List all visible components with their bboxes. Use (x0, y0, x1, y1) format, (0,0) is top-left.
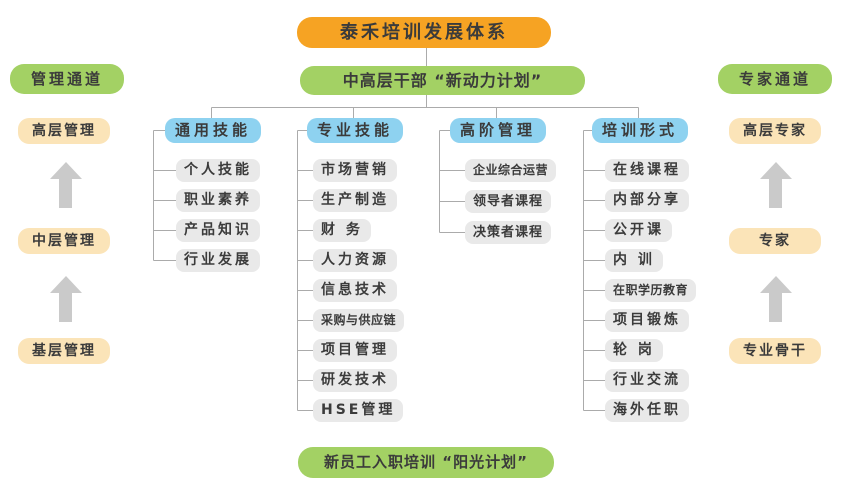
tree-item: 海外任职 (605, 399, 689, 422)
up-arrow-head (49, 162, 82, 179)
tree-item: 内 训 (605, 249, 663, 272)
professional-skills-items: 市场营销 生产制造 财 务 人力资源 信息技术 采购与供应链 项目管理 研发技术… (313, 159, 405, 429)
level-middle-management: 中层管理 (18, 228, 110, 254)
tree-item: 在职学历教育 (605, 279, 697, 302)
up-arrow-icon (49, 276, 82, 322)
tree-item: 内部分享 (605, 189, 689, 212)
branch-header-training-forms: 培训形式 (592, 118, 689, 143)
tree-item: 职业素养 (176, 189, 260, 212)
tree-item: 决策者课程 (465, 221, 552, 244)
tree-item: 在线课程 (605, 159, 689, 182)
tree-item: 公开课 (605, 219, 672, 242)
tree-item: 产品知识 (176, 219, 260, 242)
root-title-node: 泰禾培训发展体系 (297, 17, 551, 48)
branch-header-professional-skills: 专业技能 (307, 118, 404, 143)
tree-item: HSE管理 (313, 399, 404, 422)
up-arrow-icon (49, 162, 82, 208)
up-arrow-head (49, 276, 82, 293)
general-skills-items: 个人技能 职业素养 产品知识 行业发展 (176, 159, 260, 279)
up-arrow-stem (59, 293, 72, 322)
tree-item: 个人技能 (176, 159, 260, 182)
tree-item: 项目锻炼 (605, 309, 689, 332)
tree-item: 信息技术 (313, 279, 397, 302)
tree-item: 领导者课程 (465, 190, 552, 213)
up-arrow-head (759, 276, 792, 293)
tree-item: 财 务 (313, 219, 371, 242)
up-arrow-stem (769, 179, 782, 208)
up-arrow-stem (59, 179, 72, 208)
up-arrow-stem (769, 293, 782, 322)
tree-item: 研发技术 (313, 369, 397, 392)
training-forms-items: 在线课程 内部分享 公开课 内 训 在职学历教育 项目锻炼 轮 岗 行业交流 海… (605, 159, 697, 429)
tree-item: 行业交流 (605, 369, 689, 392)
tree-item: 项目管理 (313, 339, 397, 362)
branch-header-general-skills: 通用技能 (165, 118, 262, 143)
tree-item: 生产制造 (313, 189, 397, 212)
up-arrow-icon (759, 162, 792, 208)
plan-top-node: 中高层干部 “新动力计划” (300, 66, 585, 95)
advanced-management-items: 企业综合运营 领导者课程 决策者课程 (465, 159, 557, 252)
level-senior-management: 高层管理 (18, 118, 110, 144)
up-arrow-head (759, 162, 792, 179)
tree-item: 人力资源 (313, 249, 397, 272)
left-channel-title: 管理通道 (10, 64, 124, 94)
tree-item: 市场营销 (313, 159, 397, 182)
up-arrow-icon (759, 276, 792, 322)
level-senior-expert: 高层专家 (729, 118, 821, 144)
tree-item: 企业综合运营 (465, 159, 557, 182)
plan-bottom-node: 新员工入职培训 “阳光计划” (298, 447, 554, 478)
level-expert: 专家 (729, 228, 821, 254)
level-professional-backbone: 专业骨干 (729, 338, 821, 364)
tree-item: 采购与供应链 (313, 309, 405, 332)
tree-item: 轮 岗 (605, 339, 663, 362)
right-channel-title: 专家通道 (718, 64, 832, 94)
tree-item: 行业发展 (176, 249, 260, 272)
level-base-management: 基层管理 (18, 338, 110, 364)
branch-header-advanced-management: 高阶管理 (450, 118, 547, 143)
